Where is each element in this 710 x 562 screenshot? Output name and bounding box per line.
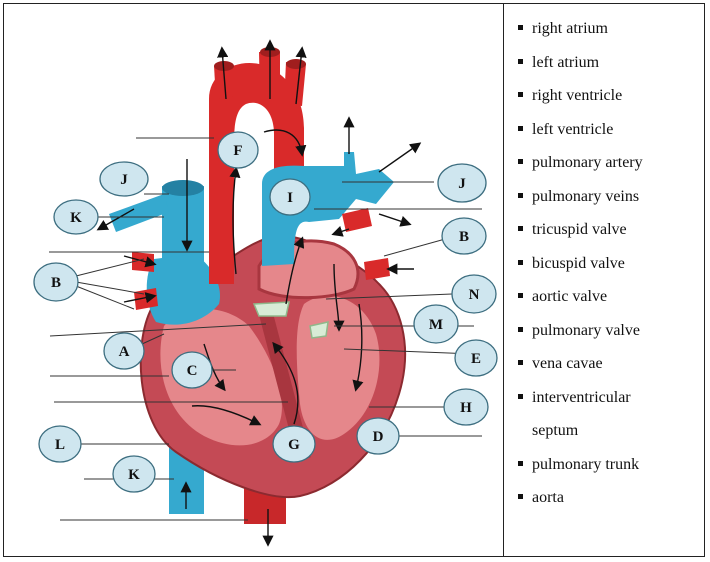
vena-cava-opening: [162, 180, 204, 196]
label-B-right: B: [459, 229, 469, 245]
legend-item: bicuspid valve: [518, 247, 704, 281]
label-bubble-H: H: [443, 388, 489, 426]
legend-item: right ventricle: [518, 79, 704, 113]
pulmonary-vein-right-2: [364, 258, 390, 280]
bullet-icon: [518, 259, 523, 265]
label-bubble-E: E: [454, 339, 498, 377]
aortic-branch-3: [284, 62, 306, 106]
label-bubble-B-right: B: [441, 217, 487, 255]
label-bubble-J-right: J: [437, 163, 487, 203]
pulmonary-vein-right-1: [342, 208, 372, 232]
legend-item: left ventricle: [518, 113, 704, 147]
bullet-icon: [518, 494, 523, 499]
bullet-icon: [518, 92, 523, 97]
label-G: G: [288, 437, 300, 453]
label-J-left: J: [120, 172, 128, 188]
label-J-right: J: [458, 176, 466, 192]
label-N: N: [469, 287, 480, 303]
label-C: C: [187, 363, 198, 379]
bicuspid-valve: [309, 321, 329, 339]
legend-item: pulmonary trunk: [518, 448, 704, 482]
label-bubble-K-bottom: K: [112, 455, 156, 493]
aortic-branch-3-opening: [286, 59, 306, 69]
label-bubble-K-top: K: [53, 199, 99, 235]
label-H: H: [460, 400, 472, 416]
legend-item: aorta: [518, 481, 704, 515]
legend-item: pulmonary artery: [518, 146, 704, 180]
label-bubble-C: C: [171, 351, 213, 389]
heart-illustration: J K F I J B B N: [33, 39, 498, 547]
legend-panel: right atrium left atrium right ventricle…: [503, 4, 704, 556]
bullet-icon: [518, 125, 523, 131]
label-bubble-A: A: [103, 332, 145, 370]
label-L: L: [55, 437, 65, 453]
legend-item: left atrium: [518, 46, 704, 80]
heart-diagram: J K F I J B B N: [4, 4, 502, 556]
label-D: D: [373, 429, 384, 445]
bullet-icon: [518, 159, 523, 164]
label-A: A: [119, 344, 130, 360]
bullet-icon: [518, 393, 523, 399]
label-K-top: K: [70, 210, 82, 226]
label-I: I: [287, 190, 293, 206]
right-ventricle-chamber: [160, 308, 282, 446]
flow-arrows: [96, 39, 422, 547]
bullet-icon: [518, 25, 523, 30]
pulmonary-vein-left-1: [132, 252, 154, 272]
label-bubble-B-left: B: [33, 262, 79, 302]
label-bubble-G: G: [272, 425, 316, 463]
bullet-icon: [518, 58, 523, 64]
tricuspid-valve: [252, 301, 290, 317]
legend-item: right atrium: [518, 12, 704, 46]
left-pulmonary-artery: [109, 194, 169, 232]
legend-list: right atrium left atrium right ventricle…: [504, 4, 704, 515]
bullet-icon: [518, 293, 523, 298]
bullet-icon: [518, 360, 523, 365]
label-bubble-L: L: [38, 425, 82, 463]
bullet-icon: [518, 192, 523, 198]
label-bubble-J-left: J: [99, 161, 149, 197]
legend-item: pulmonary veins: [518, 180, 704, 214]
label-bubble-I: I: [269, 178, 311, 216]
label-bubble-F: F: [217, 131, 259, 169]
label-M: M: [429, 317, 443, 333]
label-B-left: B: [51, 275, 61, 291]
legend-item: tricuspid valve: [518, 213, 704, 247]
legend-item: vena cavae: [518, 347, 704, 381]
bullet-icon: [518, 326, 523, 332]
bullet-icon: [518, 460, 523, 466]
legend-item: pulmonary valve: [518, 314, 704, 348]
legend-item: aortic valve: [518, 280, 704, 314]
label-bubble-D: D: [356, 417, 400, 455]
right-atrium: [146, 254, 220, 325]
label-bubble-M: M: [413, 304, 459, 344]
label-K-bottom: K: [128, 467, 140, 483]
bullet-icon: [518, 226, 523, 231]
label-E: E: [471, 351, 481, 367]
label-F: F: [233, 143, 242, 159]
label-bubble-N: N: [451, 274, 497, 314]
